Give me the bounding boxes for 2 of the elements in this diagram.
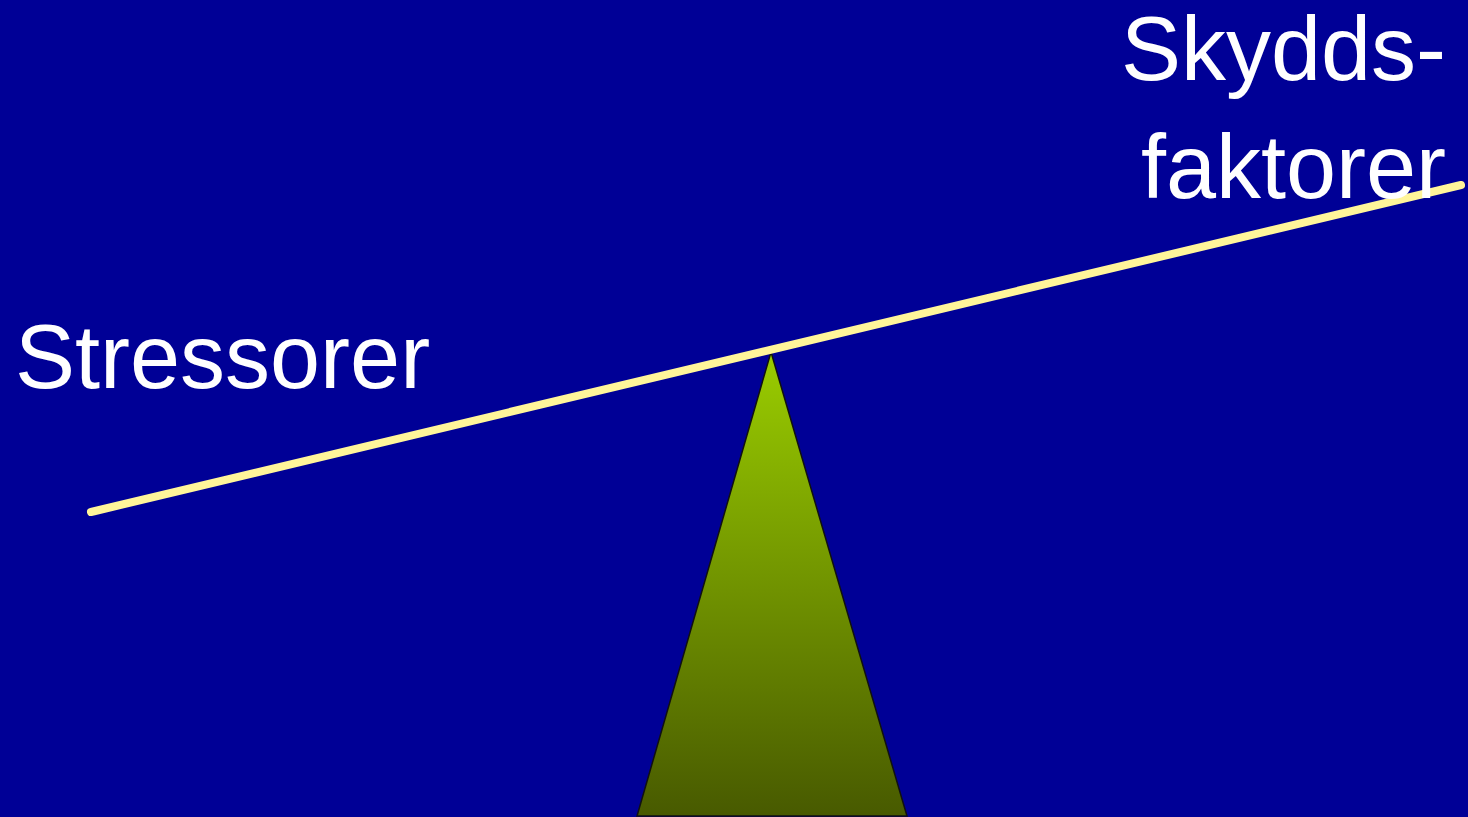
- balance-side-label: Skydds- faktorer: [1119, 0, 1446, 219]
- balance-side-label: Stressorer: [15, 306, 431, 409]
